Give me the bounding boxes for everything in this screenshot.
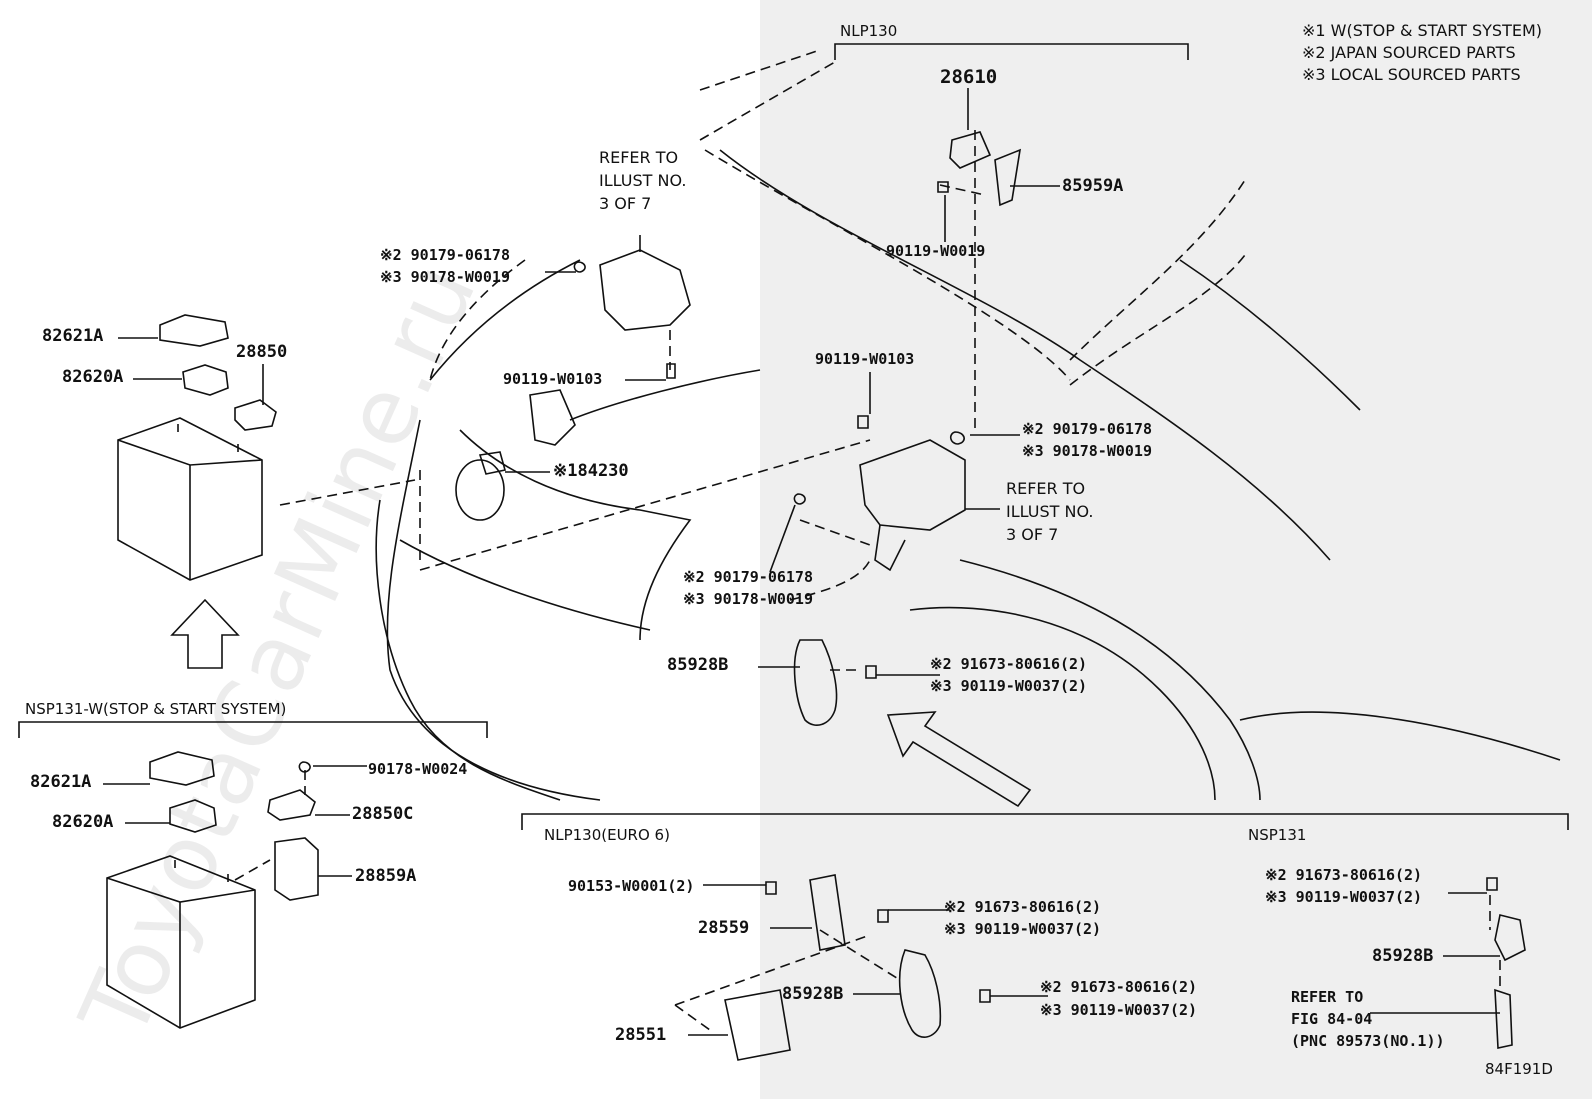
fog-lamp xyxy=(455,459,505,521)
part-label-90178-W0019-b: ※3 90178-W0019 xyxy=(1022,442,1152,460)
harness-85928B-lower xyxy=(898,949,942,1038)
grille-top xyxy=(429,259,581,381)
part-label-85928B-lower: 85928B xyxy=(782,984,844,1004)
bumper-lower xyxy=(399,539,651,631)
legend-item: ※3 LOCAL SOURCED PARTS xyxy=(1302,65,1521,84)
part-label-91673-80616-c: ※2 91673-80616(2) xyxy=(1040,978,1198,996)
part-label-28559: 28559 xyxy=(698,918,750,938)
part-label-91673-80616-a: ※2 91673-80616(2) xyxy=(930,655,1088,673)
section-nlp130-top: NLP130 xyxy=(840,22,898,40)
refer-line: 3 OF 7 xyxy=(1006,525,1059,544)
terminal-cover-82621A-lower xyxy=(149,751,215,786)
bumper-curve xyxy=(375,499,561,801)
legend: ※1 W(STOP & START SYSTEM) ※2 JAPAN SOURC… xyxy=(1302,20,1542,86)
clamp-28850 xyxy=(234,399,277,431)
part-label-28850C: 28850C xyxy=(352,804,414,824)
shaded-panel xyxy=(760,0,1592,1099)
bracket-nsp131-lower xyxy=(1494,988,1513,1049)
bracket-28559 xyxy=(809,874,846,951)
relay-box-upper xyxy=(599,249,691,331)
connector-84230 xyxy=(478,451,506,475)
legend-item: ※1 W(STOP & START SYSTEM) xyxy=(1302,21,1543,40)
harness-85928B-upper xyxy=(793,639,838,726)
relay-28610 xyxy=(949,131,992,169)
direction-arrow xyxy=(886,711,1032,808)
grille-inner xyxy=(569,369,761,421)
bracket-nlp130-top xyxy=(834,43,1189,60)
terminal-cover-82620A-lower xyxy=(169,799,217,833)
part-label-90153-W0001: 90153-W0001(2) xyxy=(568,877,695,895)
wheel-arch-inner xyxy=(909,606,1216,801)
part-label-90179-06178-a: ※2 90179-06178 xyxy=(380,246,510,264)
part-label-82621A-upper: 82621A xyxy=(42,326,104,346)
clamp-28850C xyxy=(267,789,316,821)
part-label-90178-W0019-a: ※3 90178-W0019 xyxy=(380,268,510,286)
part-label-82620A-lower: 82620A xyxy=(52,812,114,832)
sensor-28859A xyxy=(274,837,319,901)
up-arrow xyxy=(170,598,240,669)
part-label-90119-W0103-a: 90119-W0103 xyxy=(503,370,603,388)
part-label-85928B-upper: 85928B xyxy=(667,655,729,675)
refer-line: REFER TO xyxy=(1006,479,1086,498)
section-nsp131: NSP131 xyxy=(1248,826,1307,844)
part-label-28850: 28850 xyxy=(236,342,288,362)
refer-note-bottom-right: REFER TO FIG 84-04 (PNC 89573(NO.1)) xyxy=(1291,986,1445,1052)
headlamp-line xyxy=(459,429,692,641)
refer-line: ILLUST NO. xyxy=(1006,502,1094,521)
refer-note-right: REFER TO ILLUST NO. 3 OF 7 xyxy=(1006,477,1093,546)
part-label-90178-W0019-c: ※3 90178-W0019 xyxy=(683,590,813,608)
part-label-90119-W0037-d: ※3 90119-W0037(2) xyxy=(1265,888,1423,906)
fender-outline xyxy=(386,419,601,801)
part-label-91673-80616-d: ※2 91673-80616(2) xyxy=(1265,866,1423,884)
battery-upper xyxy=(117,417,263,581)
fender-right xyxy=(1239,711,1561,761)
part-label-90178-W0024: 90178-W0024 xyxy=(368,760,468,778)
part-label-28551: 28551 xyxy=(615,1025,667,1045)
bracket-nsp131-w xyxy=(18,721,488,738)
block-28551 xyxy=(724,989,791,1061)
legend-item: ※2 JAPAN SOURCED PARTS xyxy=(1302,43,1516,62)
refer-line: REFER TO xyxy=(599,148,679,167)
part-label-90119-W0037-a: ※3 90119-W0037(2) xyxy=(930,677,1088,695)
relay-84230 xyxy=(529,389,576,446)
part-label-90119-W0037-c: ※3 90119-W0037(2) xyxy=(1040,1001,1198,1019)
part-label-82621A-lower: 82621A xyxy=(30,772,92,792)
part-label-85959A: 85959A xyxy=(1062,176,1124,196)
wheel-arch-outer xyxy=(959,559,1261,801)
fuse-box-right xyxy=(859,439,966,531)
part-label-85928B-nsp131: 85928B xyxy=(1372,946,1434,966)
refer-line: 3 OF 7 xyxy=(599,194,652,213)
bracket-bottom xyxy=(521,813,1569,830)
refer-line: ILLUST NO. xyxy=(599,171,687,190)
refer-line: REFER TO xyxy=(1291,988,1364,1006)
section-nsp131-w: NSP131-W(STOP & START SYSTEM) xyxy=(25,700,287,718)
bolts xyxy=(298,181,1498,1003)
part-label-90119-W0019: 90119-W0019 xyxy=(886,242,986,260)
part-label-28610: 28610 xyxy=(940,66,998,88)
leader-lines xyxy=(103,88,1500,1036)
bracket-85959A xyxy=(994,148,1022,207)
hood-right xyxy=(1179,259,1361,411)
part-label-90179-06178-c: ※2 90179-06178 xyxy=(683,568,813,586)
refer-note-upper-left: REFER TO ILLUST NO. 3 OF 7 xyxy=(599,146,686,215)
terminal-cover-82621A-upper xyxy=(159,314,229,347)
part-label-91673-80616-b: ※2 91673-80616(2) xyxy=(944,898,1102,916)
fuse-box-bracket xyxy=(874,524,906,572)
part-label-90119-W0037-b: ※3 90119-W0037(2) xyxy=(944,920,1102,938)
part-label-84230: ※184230 xyxy=(553,461,629,481)
part-label-82620A-upper: 82620A xyxy=(62,367,124,387)
bracket-nsp131 xyxy=(1494,914,1526,962)
section-nlp130-euro6: NLP130(EURO 6) xyxy=(544,826,670,844)
terminal-cover-82620A-upper xyxy=(182,364,229,396)
part-label-28859A: 28859A xyxy=(355,866,417,886)
part-label-90179-06178-b: ※2 90179-06178 xyxy=(1022,420,1152,438)
battery-lower xyxy=(106,855,256,1029)
refer-line: FIG 84-04 xyxy=(1291,1010,1373,1028)
refer-line: (PNC 89573(NO.1)) xyxy=(1291,1032,1445,1050)
diagram-code: 84F191D xyxy=(1485,1060,1553,1078)
part-label-90119-W0103-b: 90119-W0103 xyxy=(815,350,915,368)
